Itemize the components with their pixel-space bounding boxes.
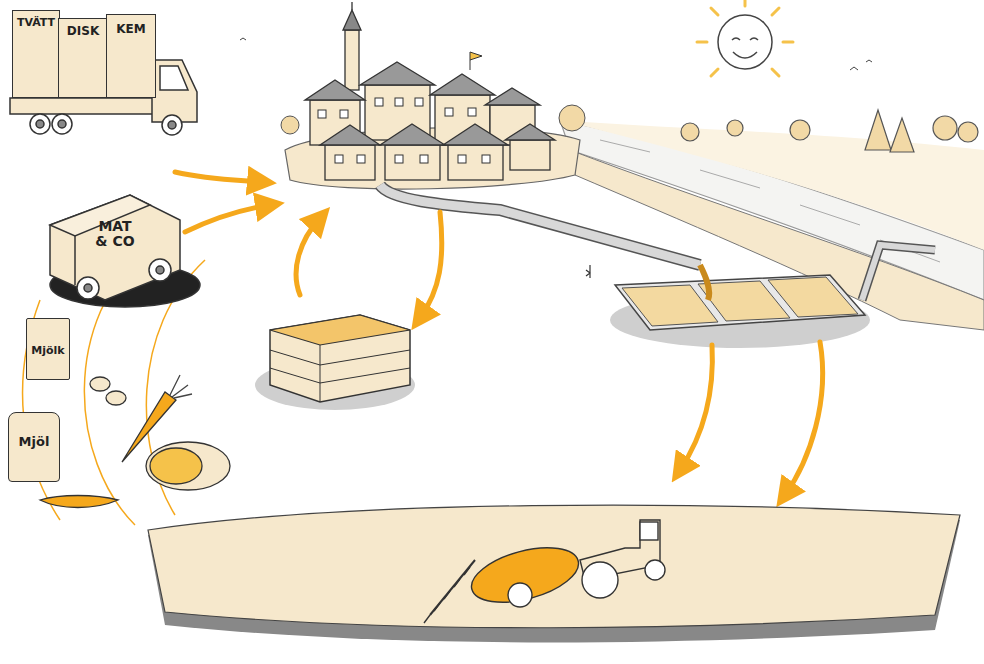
tree [559,105,585,131]
goods-box: DISK [58,18,108,98]
trees [681,110,978,152]
flour-bag: Mjöl [8,412,60,482]
inflow [700,265,709,300]
node-text: Mjöl [19,435,50,449]
van-cargo-box: MAT & CO [95,215,135,285]
cycle-arrows [175,172,823,495]
goods-box: KEM [106,14,156,98]
river [560,120,984,300]
node-text: DISK [67,25,99,38]
milk-carton: Mjölk [26,318,70,380]
compost [270,315,410,345]
birds [240,38,872,70]
tractor-spreader [424,520,665,623]
sewer-pipe-fill [380,185,700,265]
node-text: Mjölk [31,345,64,357]
field [148,505,960,628]
sun [697,0,793,76]
food-items [40,375,230,508]
node-text: MAT & CO [95,219,135,248]
node-text: TVÄTT [17,17,55,29]
drip [586,265,590,278]
houses [305,2,555,180]
crate-slats [270,345,410,402]
node-text: KEM [116,23,145,36]
treatment-tanks [615,275,865,330]
tree [281,116,299,134]
van [50,195,200,307]
outflow-pipe-fill [862,245,935,300]
compost-crate [270,315,410,402]
tank-basins [622,277,858,326]
outflow-pipe [862,245,935,300]
goods-box: TVÄTT [12,10,60,98]
sewer-pipe [380,185,700,265]
flag [470,52,482,70]
near-bank [570,150,984,330]
